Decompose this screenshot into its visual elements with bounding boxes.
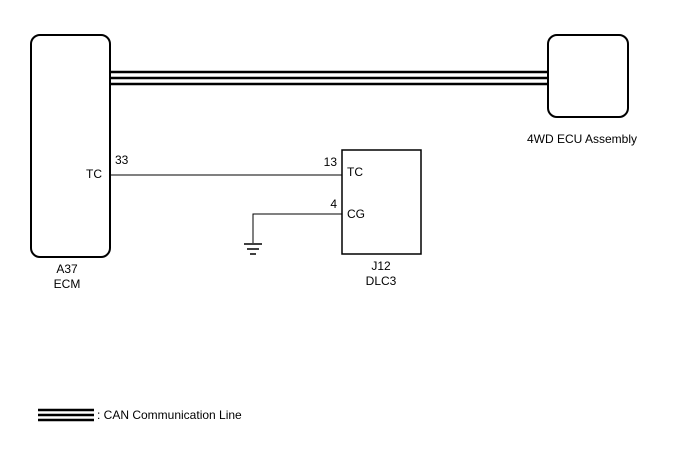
ground-symbol bbox=[244, 243, 262, 255]
ecm-name: ECM bbox=[54, 277, 81, 291]
dlc3-cg-pin-label: CG bbox=[347, 207, 365, 221]
cg-wire bbox=[252, 213, 342, 243]
dlc3-name: DLC3 bbox=[366, 274, 397, 288]
dlc3-cg-pin-number: 4 bbox=[330, 197, 337, 211]
dlc3-box bbox=[341, 149, 422, 255]
ecm-box bbox=[30, 34, 111, 258]
dlc3-tc-pin-number: 13 bbox=[324, 155, 338, 169]
dlc3-tc-pin-label: TC bbox=[347, 165, 363, 179]
can-communication-line bbox=[111, 70, 547, 86]
ecu-4wd-name: 4WD ECU Assembly bbox=[527, 132, 637, 146]
ecm-tc-pin-label: TC bbox=[86, 167, 102, 181]
legend-can-symbol bbox=[38, 408, 94, 422]
legend-can-label: : CAN Communication Line bbox=[97, 408, 242, 422]
ecu-4wd-box bbox=[547, 34, 629, 118]
dlc3-ref: J12 bbox=[371, 259, 391, 273]
ecm-ref: A37 bbox=[56, 262, 78, 276]
ecm-tc-pin-number: 33 bbox=[115, 153, 129, 167]
